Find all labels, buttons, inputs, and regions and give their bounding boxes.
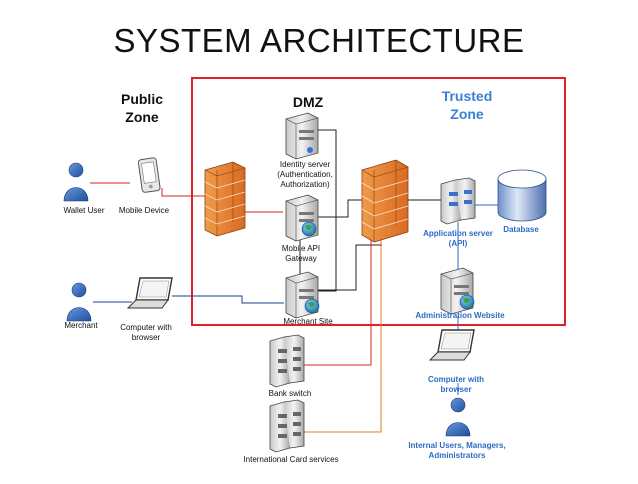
zone-label-dmz: DMZ [292,94,324,110]
label-computer-public: Computer with browser [120,323,172,342]
globe-icon [459,294,475,310]
label-mobile-device: Mobile Device [118,206,170,215]
link-intlcard [302,232,382,433]
zone-label-public: Public Zone [120,91,163,125]
label-identity-server: Identity server (Authentication, Authori… [277,160,333,189]
firewall-icon [361,159,409,243]
label-admin-website: Administration Website [415,311,505,320]
globe-icon [301,221,317,237]
link-laptop-merchantsite [172,295,284,304]
person-icon [445,397,471,437]
label-merchant-site: Merchant Site [283,317,333,326]
label-wallet-user: Wallet User [63,206,105,215]
connections [90,129,498,433]
person-icon [66,282,92,322]
dmz-boundary [191,77,566,326]
label-computer-trusted: Computer with browser [428,375,484,394]
server-icon [269,334,305,388]
label-mobile-api-gateway: Mobile API Gateway [281,244,321,263]
link-bankswitch [302,222,372,366]
server-icon [269,399,305,453]
link-gateway-firewall [318,199,368,218]
person-icon [63,162,89,202]
server-icon [440,177,476,225]
label-intl-card-services: International Card services [243,455,339,464]
label-database: Database [503,225,539,234]
link-merchantsite-firewall [318,244,382,291]
label-bank-switch: Bank switch [268,389,312,398]
link-identity-gateway [318,129,337,292]
laptop-icon [126,277,173,309]
laptop-icon [428,329,475,361]
server-icon [285,112,319,160]
database-icon [497,169,547,222]
page-title: SYSTEM ARCHITECTURE [113,22,525,59]
label-merchant: Merchant [64,321,98,330]
label-internal-users: Internal Users, Managers, Administrators [408,441,506,460]
label-application-server: Application server (API) [423,229,493,248]
globe-icon [304,298,320,314]
firewall-icon [204,161,246,237]
zone-label-trusted: Trusted Zone [441,88,493,122]
mobile-phone-icon [137,157,161,193]
